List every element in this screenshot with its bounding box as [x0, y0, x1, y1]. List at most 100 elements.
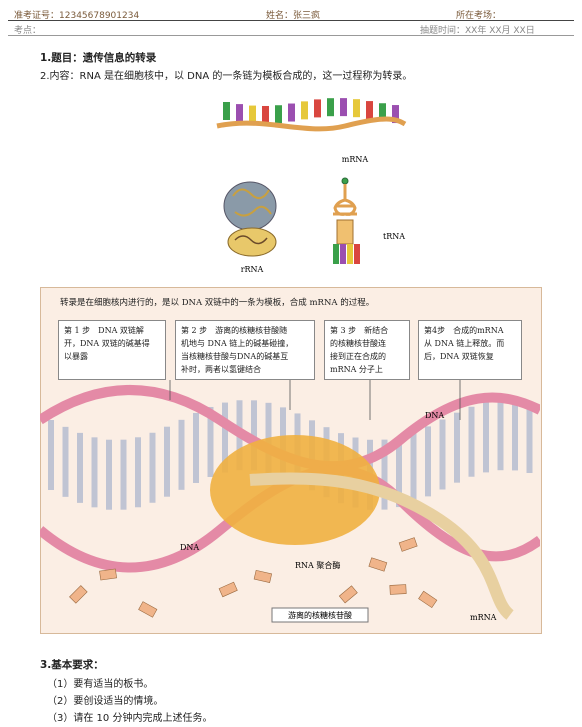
dna-base-pair [106, 439, 112, 510]
transcription-caption: 转录是在细胞核内进行的，是以 DNA 双链中的一条为模板，合成 mRNA 的过程… [60, 298, 375, 308]
free-nucleotide [69, 585, 88, 604]
mrna-base [340, 98, 347, 117]
dna-base-pair [149, 432, 156, 503]
mrna-base [353, 99, 360, 118]
mrna-base [301, 101, 308, 120]
dna-base-pair [77, 432, 83, 503]
step-3-line: mRNA 分子上 [330, 365, 383, 374]
free-nucleotide-label: 游离的核糖核苷酸 [288, 610, 352, 620]
rrna-illustration [223, 181, 277, 257]
draw-time: 抽题时间：XX年 XX月 XX日 [420, 26, 535, 36]
dna-base-pair [135, 437, 141, 508]
dna-base-pair [468, 406, 475, 477]
free-nucleotide [99, 568, 117, 581]
dna-base-pair [512, 400, 518, 471]
dna-base-pair [526, 402, 533, 473]
free-nucleotide [368, 557, 388, 572]
step-1-line: 开，DNA 双链的碱基得 [64, 339, 150, 348]
dna-base-pair [207, 406, 214, 477]
step-4-line: 后，DNA 双链恢复 [424, 352, 494, 361]
dna-base-pair [251, 400, 257, 471]
step-1-box: 第 1 步 DNA 双链解 开，DNA 双链的碱基得 以暴露 [58, 320, 166, 380]
exam-number: 准考证号：12345678901234 [14, 8, 139, 21]
dna-base-pair [164, 426, 170, 497]
question-title: 1.题目：遗传信息的转录 [40, 52, 157, 64]
mrna-base [275, 105, 282, 124]
step-4-line: 第4步 合成的mRNA [424, 326, 504, 335]
dna-base-pair [396, 437, 402, 508]
rrna-label: rRNA [241, 265, 264, 274]
mrna-strand [249, 472, 515, 620]
free-nucleotide [338, 585, 358, 604]
question-content: 2.内容：RNA 是在细胞核中，以 DNA 的一条链为模板合成的，这一过程称为转… [40, 71, 413, 82]
mrna-base [236, 104, 243, 123]
dna-base-pair [381, 439, 388, 510]
mrna-base [288, 103, 295, 122]
dna-base-pair [497, 400, 504, 471]
exam-header: 准考证号：12345678901234 姓名：张三疯 所在考场： 考点： 抽题时… [0, 0, 582, 36]
step-2-line: 第 2 步 游离的核糖核苷酸随 [181, 326, 288, 335]
step-3-box: 第 3 步 新结合 的核糖核苷酸连 接到正在合成的 mRNA 分子上 [324, 320, 410, 380]
requirement-item: （3）请在 10 分钟内完成上述任务。 [47, 713, 213, 724]
rna-polymerase [210, 435, 380, 545]
dna-base-pair [425, 426, 431, 497]
free-nucleotide-label-box [271, 607, 369, 623]
trna-label: tRNA [383, 232, 405, 241]
step-3-line: 第 3 步 新结合 [330, 326, 389, 335]
mrna-illustration [216, 98, 407, 132]
requirement-item: （2）要创设适当的情境。 [47, 696, 164, 707]
step-2-line: 当核糖核苷酸与DNA的碱基互 [181, 352, 289, 361]
step-2-line: 补时，两者以氢键结合 [181, 365, 261, 374]
step-2-line: 机地与 DNA 链上的碱基碰撞， [181, 339, 294, 348]
dna-base-pair [222, 402, 228, 473]
polymerase-label: RNA 聚合酶 [295, 560, 340, 570]
mrna-backbone [216, 116, 407, 132]
free-nucleotide [389, 584, 407, 595]
dna-base-pair [454, 412, 460, 483]
exam-number-value: 12345678901234 [59, 11, 140, 21]
step-1-line: 第 1 步 DNA 双链解 [64, 326, 144, 335]
candidate-name-label: 姓名： [266, 11, 294, 21]
mrna-base [262, 105, 269, 124]
dna-base-pair [410, 432, 417, 503]
requirements-title: 3.基本要求： [40, 659, 104, 671]
mrna-base [249, 105, 256, 124]
requirement-item: （1）要有适当的板书。 [47, 679, 154, 690]
step-2-box: 第 2 步 游离的核糖核苷酸随 机地与 DNA 链上的碱基碰撞， 当核糖核苷酸与… [175, 320, 315, 380]
dna-base-pair [91, 437, 98, 508]
mrna-base [392, 105, 399, 124]
exam-number-label: 准考证号： [14, 11, 60, 21]
free-nucleotides [69, 537, 438, 618]
trna-illustration [333, 177, 360, 264]
dna-base-pair [193, 412, 199, 483]
transcription-diagram: DNA DNA RNA 聚合酶 mRNA 游离的核糖核苷酸 [40, 380, 540, 623]
header-divider-bottom [8, 35, 574, 36]
mrna-base [223, 102, 230, 120]
exam-point-label: 考点： [14, 26, 42, 36]
dna-label-left: DNA [180, 543, 199, 552]
free-nucleotide [218, 581, 238, 598]
dna-base-pair [62, 426, 69, 497]
mrna-base [327, 98, 334, 117]
step-3-line: 接到正在合成的 [330, 352, 386, 361]
mrna-base [314, 99, 321, 118]
mrna-label-bottom: mRNA [470, 613, 497, 622]
candidate-name-value: 张三疯 [293, 11, 321, 21]
mrna-label: mRNA [342, 155, 369, 164]
free-nucleotide [398, 537, 418, 552]
free-nucleotide [253, 569, 273, 584]
mrna-base [379, 103, 386, 122]
mrna-base [366, 101, 373, 120]
free-nucleotide [138, 601, 158, 618]
exam-venue-label: 所在考场： [456, 11, 502, 21]
step-4-line: 从 DNA 链上释放。而 [424, 339, 505, 348]
header-divider [8, 20, 574, 21]
dna-label-top: DNA [425, 411, 444, 420]
dna-base-pair [48, 420, 54, 490]
exam-venue: 所在考场： [456, 8, 501, 21]
free-nucleotide [418, 590, 438, 609]
step-1-line: 以暴露 [64, 352, 88, 361]
step-4-box: 第4步 合成的mRNA 从 DNA 链上释放。而 后，DNA 双链恢复 [418, 320, 522, 380]
dna-base-pair [483, 402, 489, 473]
rna-types-figure: mRNA rRNA tRNA [216, 98, 407, 274]
